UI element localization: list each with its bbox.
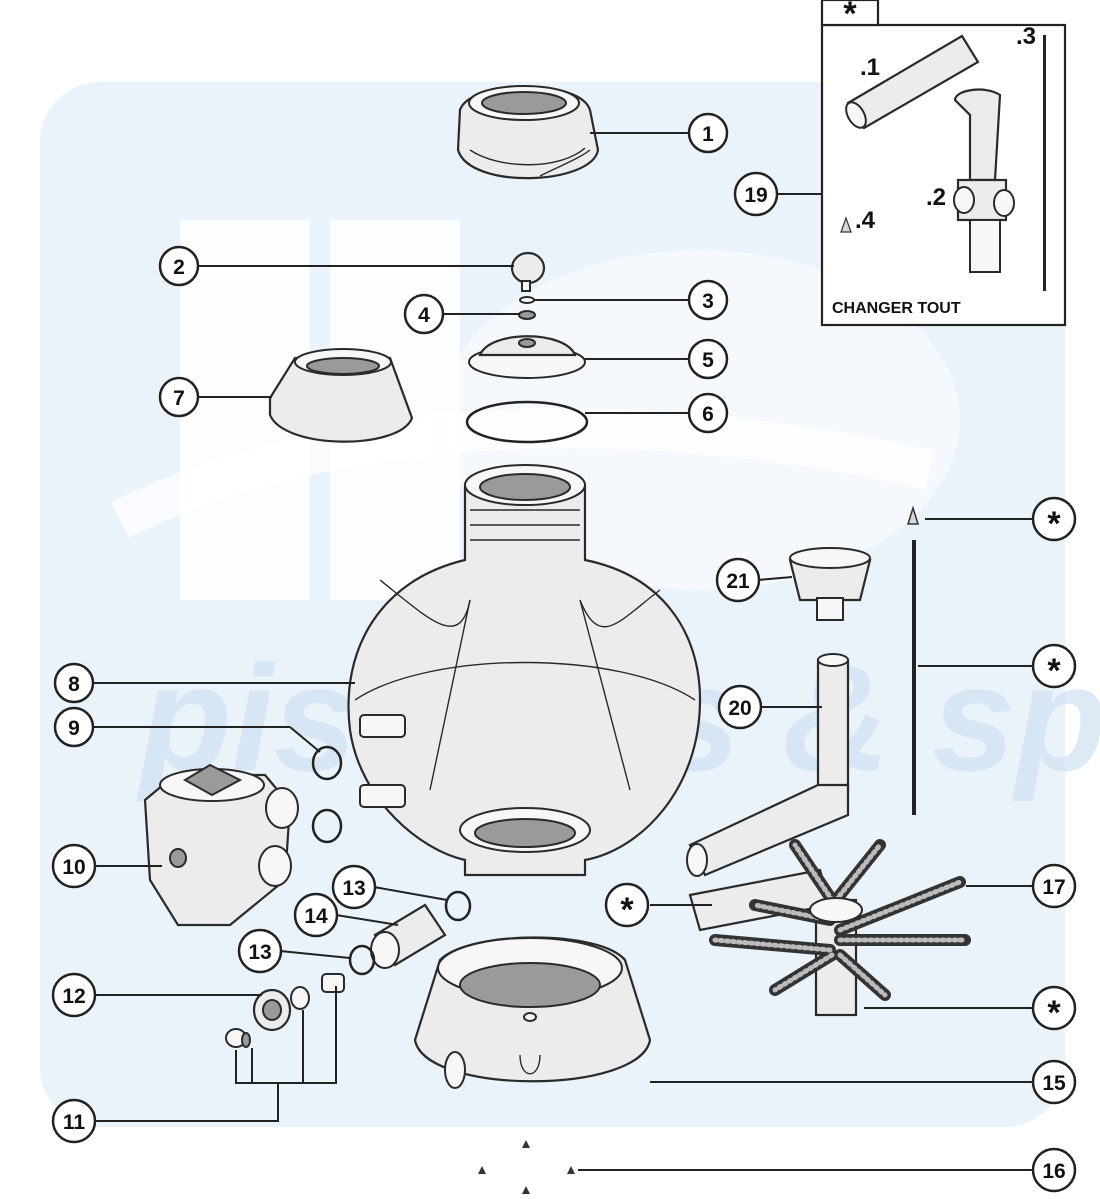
callout-2: 2 <box>158 245 200 287</box>
svg-text:*: * <box>1047 994 1061 1032</box>
part-connector-pipe <box>370 903 447 969</box>
svg-text:9: 9 <box>68 717 80 740</box>
callout-3: 3 <box>687 279 729 321</box>
callout-6: 6 <box>687 392 729 434</box>
kit-box: * CHANGER TOUT <box>820 0 1067 327</box>
callout-17: 17 <box>1031 863 1077 909</box>
svg-text:11: 11 <box>63 1111 86 1134</box>
svg-text:21: 21 <box>726 570 750 593</box>
svg-text:*: * <box>1047 652 1061 690</box>
part-basket <box>788 547 872 621</box>
callout-11: 11 <box>51 1098 97 1144</box>
svg-text:13: 13 <box>342 877 365 900</box>
kit-air-vent <box>840 216 852 233</box>
callout-13-top: 13 <box>331 864 377 910</box>
callout-15: 15 <box>1031 1059 1077 1105</box>
part-base <box>413 936 652 1089</box>
svg-text:20: 20 <box>728 697 751 720</box>
callout-13-bottom: 13 <box>237 928 283 974</box>
kit-tube <box>1043 35 1046 291</box>
svg-text:3: 3 <box>702 290 714 313</box>
kit-manifold <box>953 88 1015 273</box>
callout-star-air-vent: * <box>1031 496 1077 543</box>
svg-text:19: 19 <box>744 184 767 207</box>
callout-1: 1 <box>687 112 729 154</box>
leader-lines <box>94 132 1033 1171</box>
part-screws <box>478 1140 575 1194</box>
part-gauge <box>510 251 546 292</box>
svg-text:12: 12 <box>62 985 85 1008</box>
callout-19: 19 <box>733 171 779 217</box>
part-connector-oring-top <box>444 890 472 922</box>
svg-text:17: 17 <box>1042 876 1065 899</box>
svg-text:*: * <box>620 891 634 929</box>
part-small-seal <box>519 296 535 304</box>
callout-5: 5 <box>687 338 729 380</box>
part-central-pipe <box>686 653 850 877</box>
callout-9: 9 <box>53 706 95 748</box>
part-valve-oring-1 <box>311 745 343 781</box>
callout-14: 14 <box>293 892 339 938</box>
kit-box-caption: CHANGER TOUT <box>832 300 961 317</box>
callout-star-collector: * <box>1031 985 1077 1032</box>
callout-10: 10 <box>51 843 97 889</box>
svg-text:4: 4 <box>418 304 430 327</box>
kit-label-1: .1 <box>860 54 880 81</box>
svg-text:10: 10 <box>62 856 85 879</box>
kit-label-2: .2 <box>926 184 946 211</box>
part-air-vent-tip <box>906 505 920 525</box>
svg-text:*: * <box>1047 505 1061 543</box>
part-lateral-collector <box>688 839 971 1017</box>
part-multiport-valve <box>143 763 299 927</box>
svg-text:14: 14 <box>304 905 328 928</box>
svg-text:6: 6 <box>702 403 714 426</box>
callout-21: 21 <box>715 557 761 603</box>
part-lid <box>468 335 586 379</box>
svg-text:15: 15 <box>1042 1072 1066 1095</box>
part-filter-tank <box>347 464 702 877</box>
part-small-oring <box>518 310 536 320</box>
part-collar <box>268 348 414 443</box>
callout-7: 7 <box>158 376 200 418</box>
kit-box-symbol: * <box>843 0 857 33</box>
svg-text:13: 13 <box>248 941 271 964</box>
svg-text:5: 5 <box>702 349 714 372</box>
part-air-vent-tube <box>912 540 916 815</box>
callout-12: 12 <box>51 972 97 1018</box>
svg-text:8: 8 <box>68 673 80 696</box>
kit-label-4: .4 <box>855 207 876 234</box>
svg-text:2: 2 <box>173 256 185 279</box>
part-top-ring <box>456 85 600 180</box>
kit-label-3: .3 <box>1016 23 1036 50</box>
callout-8: 8 <box>53 662 95 704</box>
callout-4: 4 <box>403 293 445 335</box>
part-drain-assembly <box>225 973 345 1048</box>
callout-16: 16 <box>1031 1147 1077 1193</box>
svg-text:16: 16 <box>1042 1160 1065 1183</box>
part-lid-oring <box>465 400 589 444</box>
svg-text:7: 7 <box>173 387 185 410</box>
callout-20: 20 <box>717 684 763 730</box>
svg-text:1: 1 <box>702 123 714 146</box>
callout-star-tube: * <box>1031 643 1077 690</box>
part-valve-oring-2 <box>311 808 343 844</box>
callout-star-pipe: * <box>604 882 650 929</box>
part-connector-oring-bottom <box>348 944 376 976</box>
